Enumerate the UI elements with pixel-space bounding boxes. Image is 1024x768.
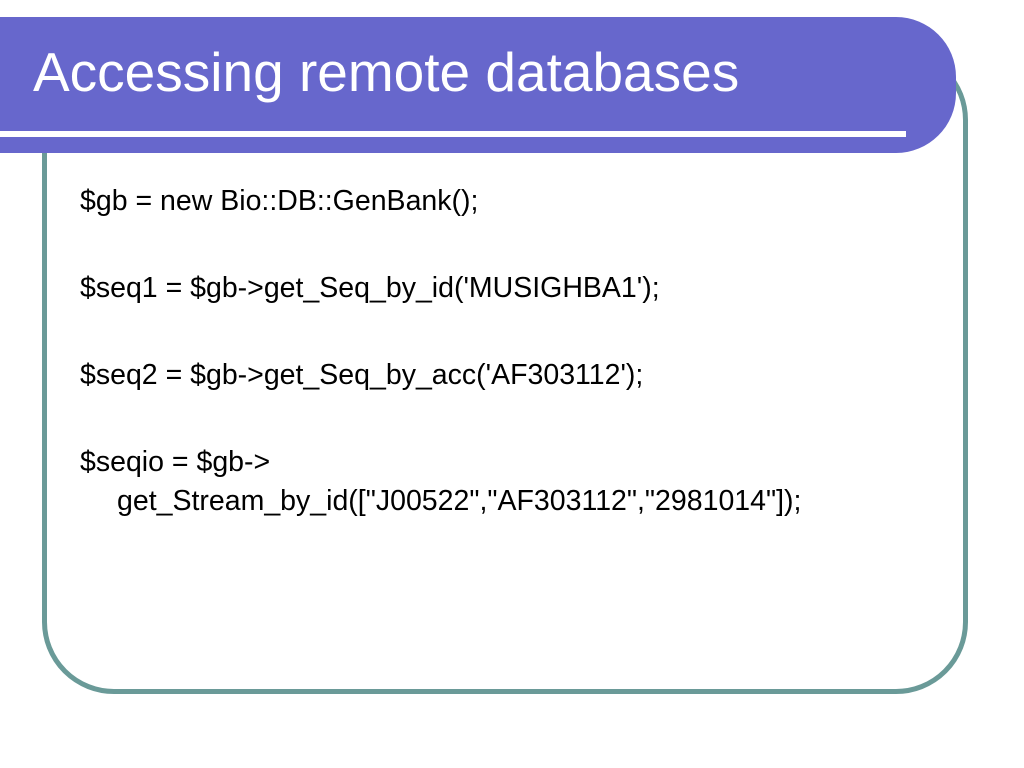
code-line-text: $gb = new Bio::DB::GenBank(); xyxy=(80,185,479,217)
slide-title: Accessing remote databases xyxy=(33,41,740,103)
code-line-seqio: $seqio = $gb-> get_Stream_by_id(["J00522… xyxy=(80,443,960,521)
code-line-seq1: $seq1 = $gb->get_Seq_by_id('MUSIGHBA1'); xyxy=(80,269,960,308)
content-frame xyxy=(42,48,968,694)
title-band xyxy=(0,17,956,153)
code-list: $gb = new Bio::DB::GenBank(); $seq1 = $g… xyxy=(80,182,960,569)
code-line-text: $seq2 = $gb->get_Seq_by_acc('AF303112'); xyxy=(80,359,644,391)
code-line-gb: $gb = new Bio::DB::GenBank(); xyxy=(80,182,960,221)
code-line-text: $seq1 = $gb->get_Seq_by_id('MUSIGHBA1'); xyxy=(80,272,660,304)
code-line-text: $seqio = $gb-> xyxy=(80,446,271,478)
code-line-continuation: get_Stream_by_id(["J00522","AF303112","2… xyxy=(117,485,802,517)
code-line-seq2: $seq2 = $gb->get_Seq_by_acc('AF303112'); xyxy=(80,356,960,395)
title-underline xyxy=(0,131,906,137)
